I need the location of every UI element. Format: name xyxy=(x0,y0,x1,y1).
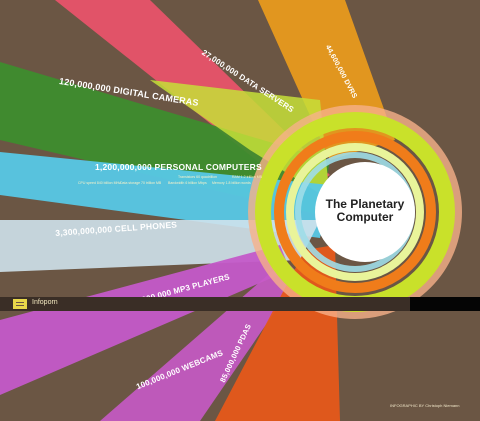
pc-detail-4: Data storage 70 trillion MB xyxy=(120,181,162,185)
center-title: The Planetary Computer xyxy=(310,198,420,224)
ring-outer-peach xyxy=(248,105,462,319)
center-title-line1: The Planetary xyxy=(325,197,405,211)
ring-orange xyxy=(274,131,436,293)
center-title-line2: Computer xyxy=(336,210,394,224)
brand-label: Infoporn xyxy=(32,299,58,306)
beam-mp3-players xyxy=(0,245,290,395)
pc-detail-6: Memory 1.8 billion words xyxy=(212,181,251,185)
beam-personal-computers xyxy=(0,152,330,238)
infoporn-logo-icon xyxy=(13,299,27,309)
footer-bar xyxy=(0,297,480,311)
beam-overlay-green xyxy=(150,80,330,200)
pc-detail-1: Transistors 60 quadrillion xyxy=(178,175,217,179)
pc-detail-5: Bandwidth 6 billion Mbps xyxy=(168,181,207,185)
credit-label: INFOGRAPHIC BY Christoph Niemann xyxy=(390,403,460,408)
pc-detail-2: RAM 1.2 trillion MB xyxy=(232,175,262,179)
ring-pale-green xyxy=(286,143,424,281)
footer-bar-black xyxy=(410,297,480,311)
pc-detail-3: CPU speed 840 billion MHz xyxy=(78,181,121,185)
label-personal-computers: 1,200,000,000 PERSONAL COMPUTERS xyxy=(95,162,262,172)
planetary-computer-core xyxy=(315,162,415,262)
